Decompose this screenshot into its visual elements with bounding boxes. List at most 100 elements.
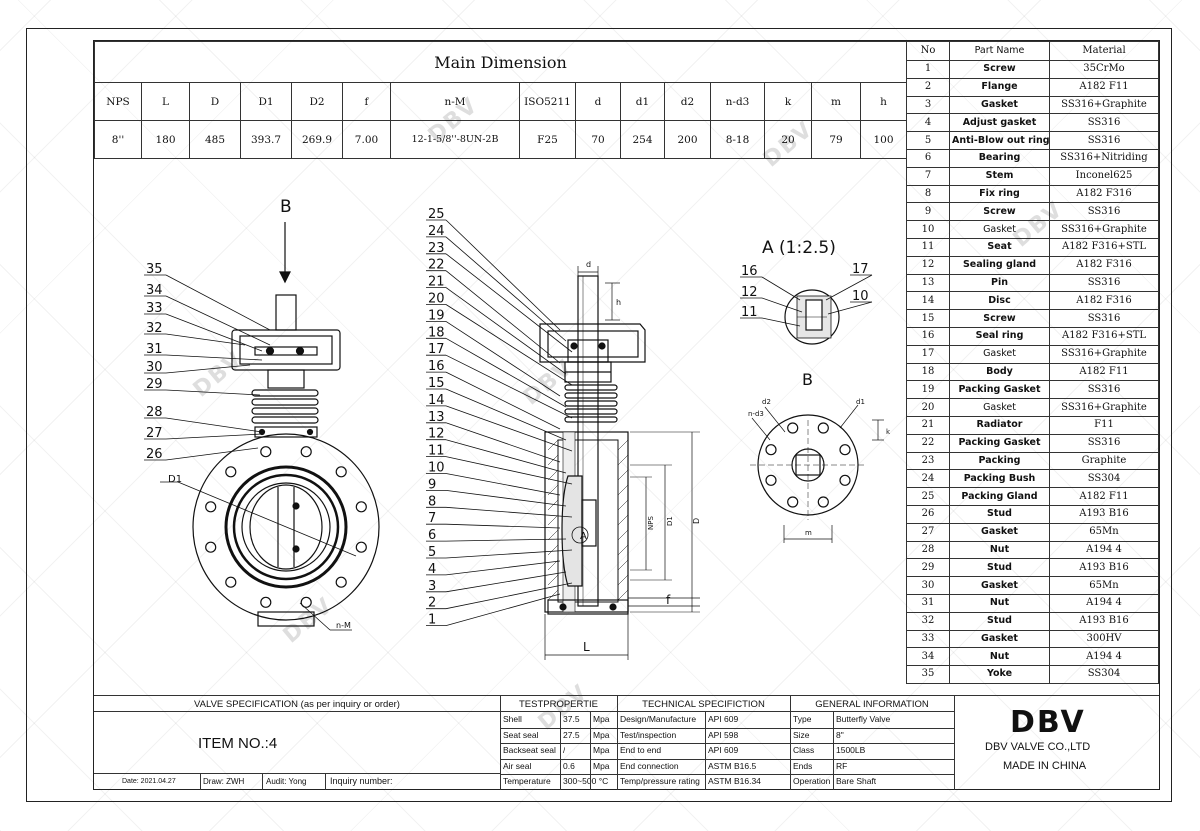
section-callout: 15: [428, 376, 445, 391]
bolt-hole: [839, 444, 851, 456]
section-callout-leader: [445, 354, 573, 419]
gen-label: Operation: [793, 776, 831, 786]
company-name: DBV VALVE CO.,LTD: [985, 741, 1091, 753]
test-label: Shell: [503, 714, 522, 724]
section-callout-leader: [445, 371, 561, 430]
inquiry-number: Inquiry number:: [330, 776, 393, 786]
bolt-hole: [355, 541, 367, 553]
front-callout: 33: [146, 301, 163, 316]
section-callout-leader: [445, 287, 567, 375]
gen-value: RF: [836, 760, 848, 771]
dim-header-cell: ISO5211: [519, 82, 576, 121]
section-callout: 6: [428, 528, 436, 543]
tech-value: API 609: [708, 714, 739, 724]
bolt-hole: [355, 501, 367, 513]
section-callout: 19: [428, 308, 445, 323]
dim-value-cell: F25: [519, 120, 576, 159]
front-callout: 34: [146, 283, 163, 298]
view-b-d2-label: d2: [762, 398, 771, 406]
front-callout-leader: [165, 295, 271, 346]
section-callout: 7: [428, 511, 436, 526]
l-dimension-label: L: [583, 640, 590, 654]
dim-header-cell: f: [342, 82, 391, 121]
section-callout: 5: [428, 545, 436, 560]
view-b-d1-label: d1: [856, 398, 865, 406]
test-value: 300~500 °C: [563, 776, 609, 786]
section-callout-leader: [445, 456, 573, 485]
bolt-hole: [787, 496, 799, 508]
front-callout: 31: [146, 342, 163, 357]
front-callout-leader: [165, 417, 263, 433]
section-callout-leader: [445, 593, 561, 626]
detail-a-view: [740, 274, 873, 345]
bolt-hole: [335, 466, 347, 478]
test-unit: Mpa: [593, 729, 610, 740]
section-callout: 25: [428, 207, 445, 222]
bolt-hole: [817, 496, 829, 508]
detail-callout: 12: [741, 285, 758, 300]
section-callout-leader: [445, 304, 573, 386]
nps-vertical-label: NPS: [647, 516, 655, 530]
section-callout-leader: [445, 571, 567, 593]
drawing-outer-frame: [26, 28, 1172, 802]
gen-value: 8": [836, 729, 844, 740]
draw-by: Draw: ZWH: [203, 777, 245, 786]
front-callout: 35: [146, 262, 163, 277]
section-callout-leader: [445, 219, 561, 331]
section-callout: 21: [428, 275, 445, 290]
section-callout-leader: [445, 473, 561, 496]
section-callout: 2: [428, 596, 436, 611]
tech-label: Test/inspection: [620, 729, 677, 740]
section-callout: 11: [428, 444, 445, 459]
dim-value-cell: 7.00: [342, 120, 391, 159]
view-b-m-label: m: [805, 529, 812, 537]
bolt-hole: [765, 474, 777, 486]
section-callout-leader: [445, 490, 567, 507]
bolt-hole: [787, 422, 799, 434]
bolt-hole: [260, 446, 272, 458]
gen-value: Butterfly Valve: [836, 714, 891, 724]
dim-value-cell: 8'': [94, 120, 142, 159]
test-value: 37.5: [563, 714, 580, 724]
bolt-hole: [300, 446, 312, 458]
section-callout: 14: [428, 393, 445, 408]
bolt-hole: [839, 474, 851, 486]
gen-value: Bare Shaft: [836, 776, 877, 786]
section-callout: 3: [428, 579, 436, 594]
bolt-hole: [335, 576, 347, 588]
section-callout: 22: [428, 258, 445, 273]
section-callout: 17: [428, 342, 445, 357]
bolt-hole: [205, 501, 217, 513]
detail-callout: 11: [741, 305, 758, 320]
detail-callout: 17: [852, 262, 869, 277]
bolt-hole: [817, 422, 829, 434]
front-callout-leader: [165, 274, 271, 331]
front-callout: 29: [146, 377, 163, 392]
tech-label: End to end: [620, 745, 662, 755]
tech-label: Design/Manufacture: [620, 714, 697, 724]
section-callout-leader: [445, 253, 573, 353]
tech-value: API 598: [708, 729, 739, 740]
dim-header-cell: n-d3: [710, 82, 765, 121]
section-callout-leader: [445, 236, 567, 342]
front-callout-leader: [165, 313, 263, 352]
section-callout: 16: [428, 359, 445, 374]
section-callout-leader: [445, 337, 567, 408]
gen-label: Size: [793, 729, 810, 740]
front-callout: 26: [146, 447, 163, 462]
section-callout: 8: [428, 494, 436, 509]
general-info-header: GENERAL INFORMATION: [815, 699, 929, 710]
h-label: h: [616, 298, 621, 307]
section-callout: 24: [428, 224, 445, 239]
